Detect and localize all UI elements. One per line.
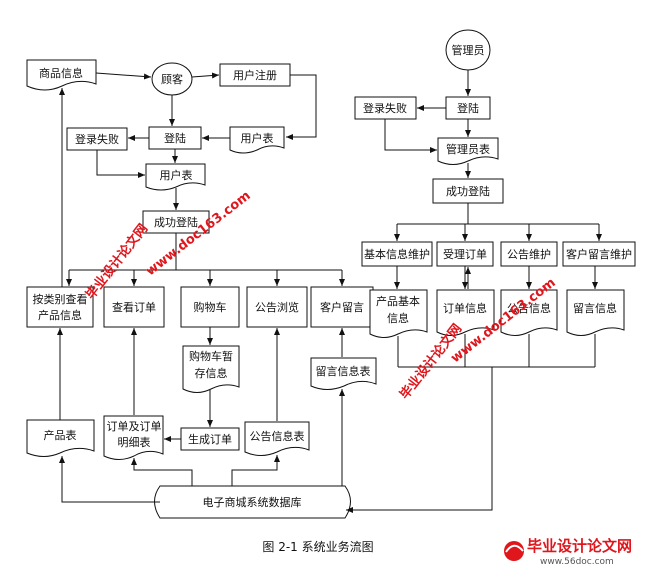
notice-info-label: 公告信息 xyxy=(507,301,551,315)
order-handle-box xyxy=(436,241,494,267)
admin-table-label: 管理员表 xyxy=(446,142,490,156)
view-orders-label: 查看订单 xyxy=(112,300,156,314)
browse-category-box xyxy=(26,286,94,328)
cart-label: 购物车 xyxy=(194,300,227,314)
order-detail-line2: 明细表 xyxy=(118,435,151,449)
site-logo: 毕业设计论文网 www.56doc.com xyxy=(504,537,632,567)
product-info-doc xyxy=(26,59,97,91)
watermark-2-url: www.doc163.com xyxy=(143,188,253,279)
logo-icon xyxy=(504,541,524,561)
cart-box xyxy=(180,286,240,328)
login-left-label: 登陆 xyxy=(164,131,186,145)
order-info-label: 订单信息 xyxy=(443,301,487,315)
figure-caption: 图 2-1 系统业务流图 xyxy=(262,539,373,554)
message-info-doc xyxy=(566,289,625,336)
cart-temp-line1: 购物车暂 xyxy=(189,349,233,363)
login-right-label: 登陆 xyxy=(457,101,479,115)
browse-category-line1: 按类别查看 xyxy=(33,292,88,306)
product-basic-doc xyxy=(369,289,428,338)
cart-temp-doc xyxy=(182,345,240,393)
login-success-left-label: 成功登陆 xyxy=(154,215,198,229)
order-detail-doc xyxy=(103,415,164,460)
logo-name: 毕业设计论文网 xyxy=(527,537,632,555)
order-detail-line1: 订单及订单 xyxy=(107,420,162,433)
product-basic-line2: 信息 xyxy=(387,311,409,325)
login-success-right-box xyxy=(432,178,504,204)
database-label: 电子商城系统数据库 xyxy=(203,495,302,509)
login-fail-left-label: 登录失败 xyxy=(75,132,119,146)
user-table-mid-label: 用户表 xyxy=(160,168,193,182)
customer-message-label: 客户留言 xyxy=(320,300,364,314)
product-basic-line1: 产品基本 xyxy=(376,294,420,308)
database-shape xyxy=(154,485,351,519)
notice-maint-label: 公告维护 xyxy=(507,247,551,261)
customer-message-box xyxy=(310,286,374,328)
notice-table-doc xyxy=(244,421,310,456)
basic-info-maint-label: 基本信息维护 xyxy=(364,247,430,261)
notice-info-doc xyxy=(500,289,558,336)
user-register-label: 用户注册 xyxy=(233,68,277,82)
user-table-right-doc xyxy=(229,126,285,154)
order-info-doc xyxy=(436,289,495,336)
notice-maint-box xyxy=(500,241,558,267)
login-fail-right-label: 登录失败 xyxy=(363,101,407,115)
message-info-label: 留言信息 xyxy=(573,301,617,315)
message-maint-label: 客户留言维护 xyxy=(566,247,632,261)
notice-browse-label: 公告浏览 xyxy=(255,300,299,314)
admin-label: 管理员 xyxy=(452,43,485,57)
browse-category-line2: 产品信息 xyxy=(38,308,82,322)
logo-url: www.56doc.com xyxy=(540,557,614,567)
login-success-right-label: 成功登陆 xyxy=(446,184,490,198)
message-table-doc xyxy=(310,357,377,390)
cart-temp-line2: 存信息 xyxy=(195,366,228,380)
notice-browse-box xyxy=(246,286,308,328)
connectors xyxy=(57,70,602,513)
customer-label: 顾客 xyxy=(161,72,183,86)
message-table-label: 留言信息表 xyxy=(316,364,371,378)
order-handle-label: 受理订单 xyxy=(443,248,487,261)
message-maint-box xyxy=(562,241,636,267)
create-order-label: 生成订单 xyxy=(188,432,232,446)
product-table-label: 产品表 xyxy=(44,428,77,442)
basic-info-maint-box xyxy=(361,241,433,267)
product-table-doc xyxy=(26,419,95,457)
watermark-2: www.doc163.com xyxy=(143,188,253,279)
admin-table-doc xyxy=(437,137,499,165)
view-orders-box xyxy=(103,286,165,328)
product-info-label: 商品信息 xyxy=(39,66,83,80)
notice-table-label: 公告信息表 xyxy=(250,429,305,443)
user-table-right-label: 用户表 xyxy=(241,131,274,145)
user-table-mid-doc xyxy=(145,163,206,191)
